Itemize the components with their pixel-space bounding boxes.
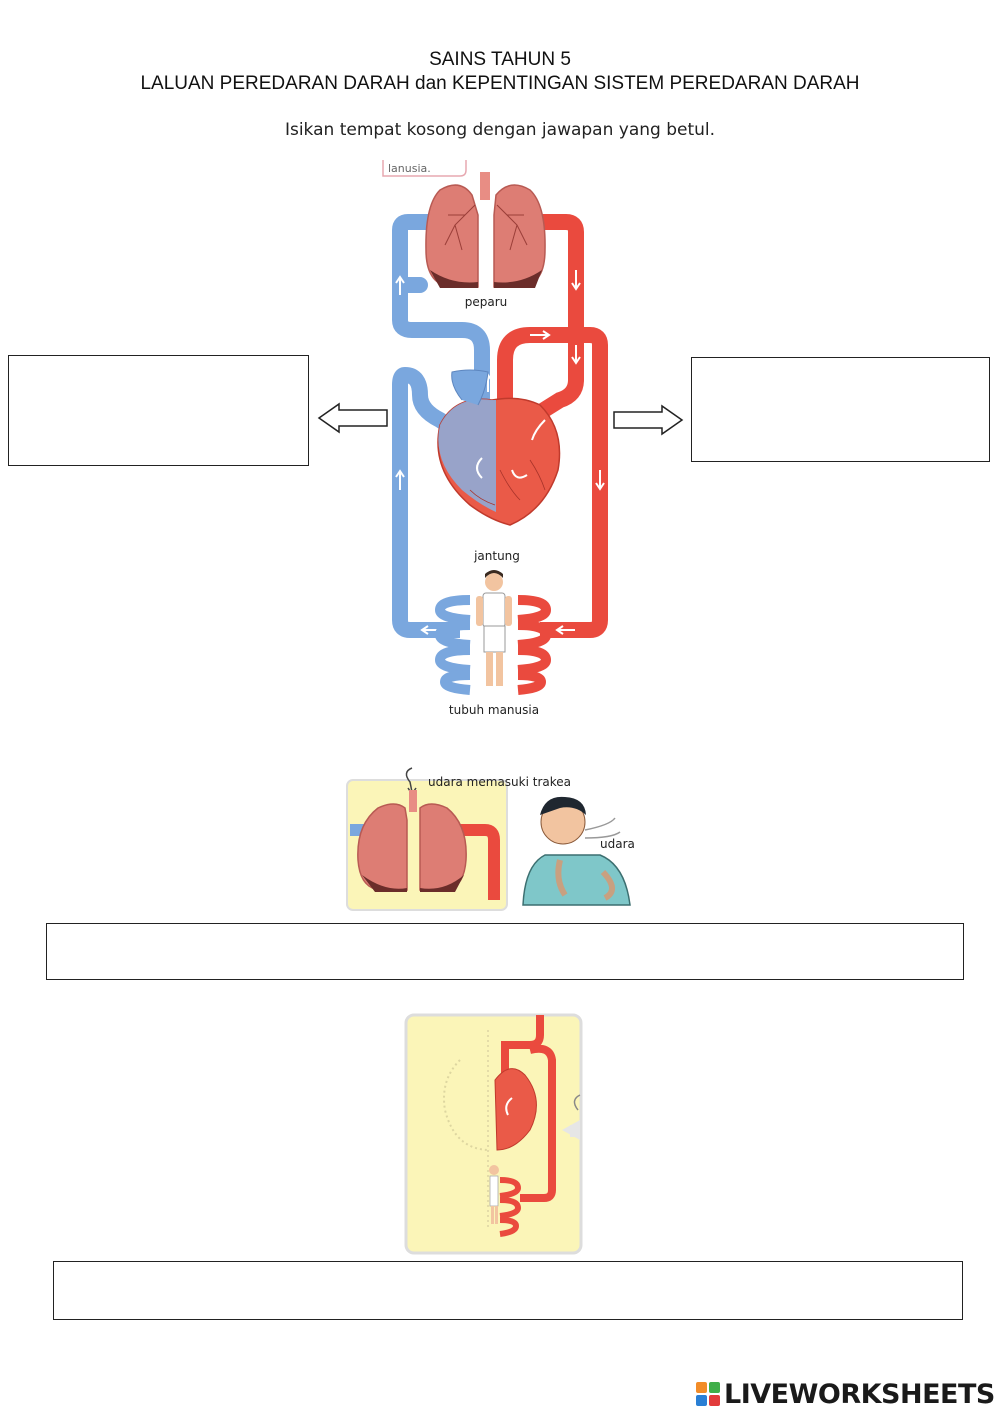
label-lungs: peparu [465,295,508,309]
breathing-diagram: udara memasuki trakea udara [346,767,635,911]
pulmonary-vein-vessel [515,214,584,432]
body-circulation-diagram [404,1013,583,1255]
label-trachea: udara memasuki trakea [428,775,571,789]
answer-box-right[interactable] [691,357,990,462]
lungs-illustration [425,172,546,288]
vena-cava-vessel [392,366,475,638]
answer-input-breathing[interactable] [47,924,963,979]
instruction-text: Isikan tempat kosong dengan jawapan yang… [284,120,716,140]
answer-box-body[interactable] [53,1261,963,1320]
body-capillaries [434,595,552,695]
label-air: udara [600,837,635,851]
right-arrow-icon [613,404,684,436]
answer-box-breathing[interactable] [46,923,964,980]
answer-input-left[interactable] [9,356,308,465]
answer-box-left[interactable] [8,355,309,466]
person-breathing [522,796,631,906]
label-heart: jantung [473,549,520,563]
label-body: tubuh manusia [449,703,539,717]
liveworksheets-logo-icon [696,1382,720,1406]
brand-name: LIVEWORKSHEETS [724,1378,995,1410]
left-arrow-icon [317,402,388,434]
heart-illustration [437,369,561,526]
worksheet-subtitle: LALUAN PEREDARAN DARAH dan KEPENTINGAN S… [140,73,860,94]
aorta-vessel [497,327,608,638]
worksheet-title: SAINS TAHUN 5 [429,49,571,70]
pulmonary-vessel-blue [392,280,490,460]
answer-input-right[interactable] [692,358,989,461]
liveworksheets-logo: LIVEWORKSHEETS [696,1376,995,1412]
circulation-diagram: lanusia. peparu [382,160,608,717]
answer-input-body[interactable] [54,1262,962,1319]
boy-figure [476,570,512,686]
corner-text: lanusia. [388,162,431,175]
